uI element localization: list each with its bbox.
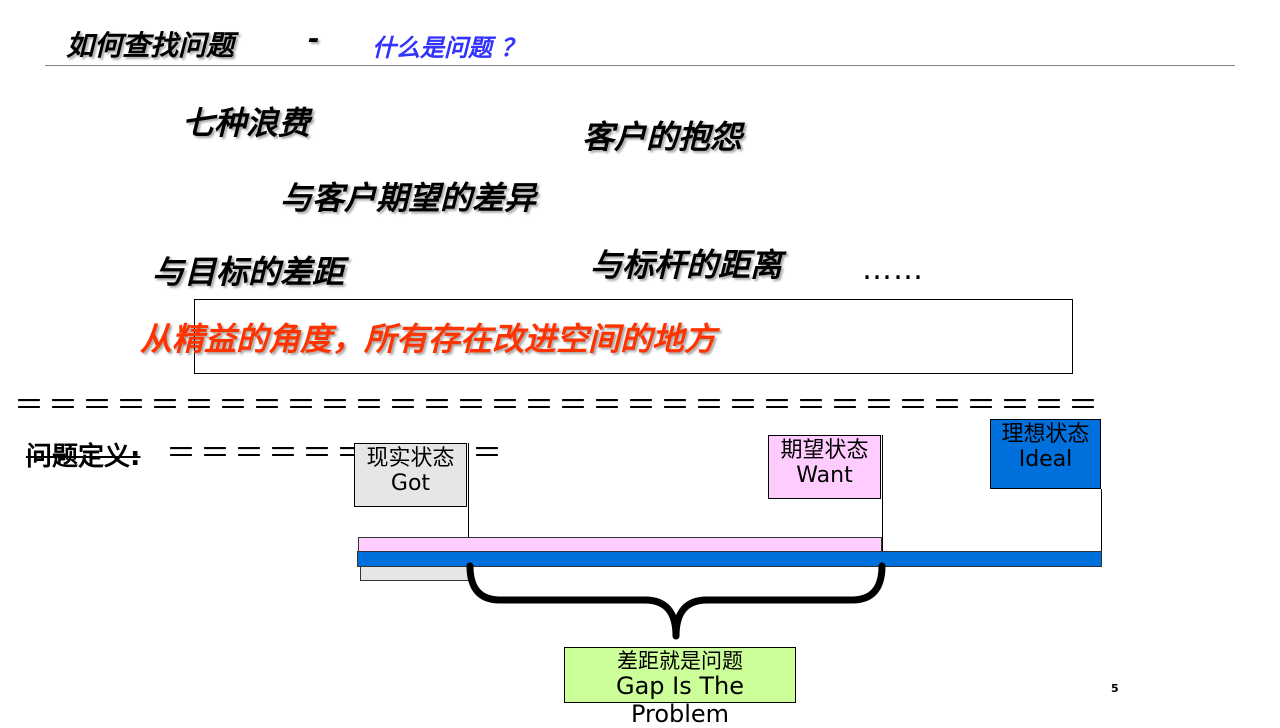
- keyword-ellipsis: ……: [862, 252, 924, 287]
- page-number: 5: [1111, 682, 1119, 695]
- keyword-seven-wastes: 七种浪费: [182, 104, 311, 142]
- keyword-benchmark-gap: 与标杆的距离: [590, 246, 783, 284]
- header-rule: [45, 65, 1235, 66]
- page-subtitle: 什么是问题 ？: [372, 34, 525, 62]
- got-state-cn: 现实状态: [366, 446, 455, 471]
- got-state-en: Got: [390, 471, 431, 497]
- ideal-state-cn: 理想状态: [1001, 422, 1090, 447]
- ideal-state-en: Ideal: [1018, 447, 1073, 473]
- got-state-box: 现实状态 Got: [354, 443, 467, 507]
- ideal-level-bar: [357, 551, 1102, 567]
- page-title: 如何查找问题: [66, 29, 235, 62]
- want-state-box: 期望状态 Want: [768, 435, 881, 499]
- ideal-state-box: 理想状态 Ideal: [990, 419, 1101, 489]
- title-separator: -: [308, 22, 320, 55]
- gap-brace: [466, 562, 886, 640]
- definition-label: 问题定义:: [26, 442, 141, 472]
- gap-box: 差距就是问题 Gap Is The Problem: [564, 647, 796, 728]
- keyword-customer-complaints: 客户的抱怨: [582, 118, 743, 156]
- want-guide-line: [882, 435, 883, 567]
- got-guide-line: [468, 443, 469, 581]
- lean-statement: 从精益的角度，所有存在改进空间的地方: [140, 320, 717, 358]
- keyword-target-gap: 与目标的差距: [152, 253, 345, 291]
- gap-cn: 差距就是问题: [617, 649, 743, 673]
- keyword-customer-expectation-gap: 与客户期望的差异: [280, 179, 537, 217]
- separator-line: ＝＝＝＝＝＝＝＝＝＝＝＝＝＝＝＝＝＝＝＝＝＝＝＝＝＝＝＝＝＝＝＝: [14, 388, 1102, 423]
- lean-statement-box: [194, 299, 1073, 374]
- ideal-guide-line: [1101, 489, 1102, 567]
- want-state-cn: 期望状态: [780, 438, 869, 463]
- want-state-en: Want: [796, 463, 853, 489]
